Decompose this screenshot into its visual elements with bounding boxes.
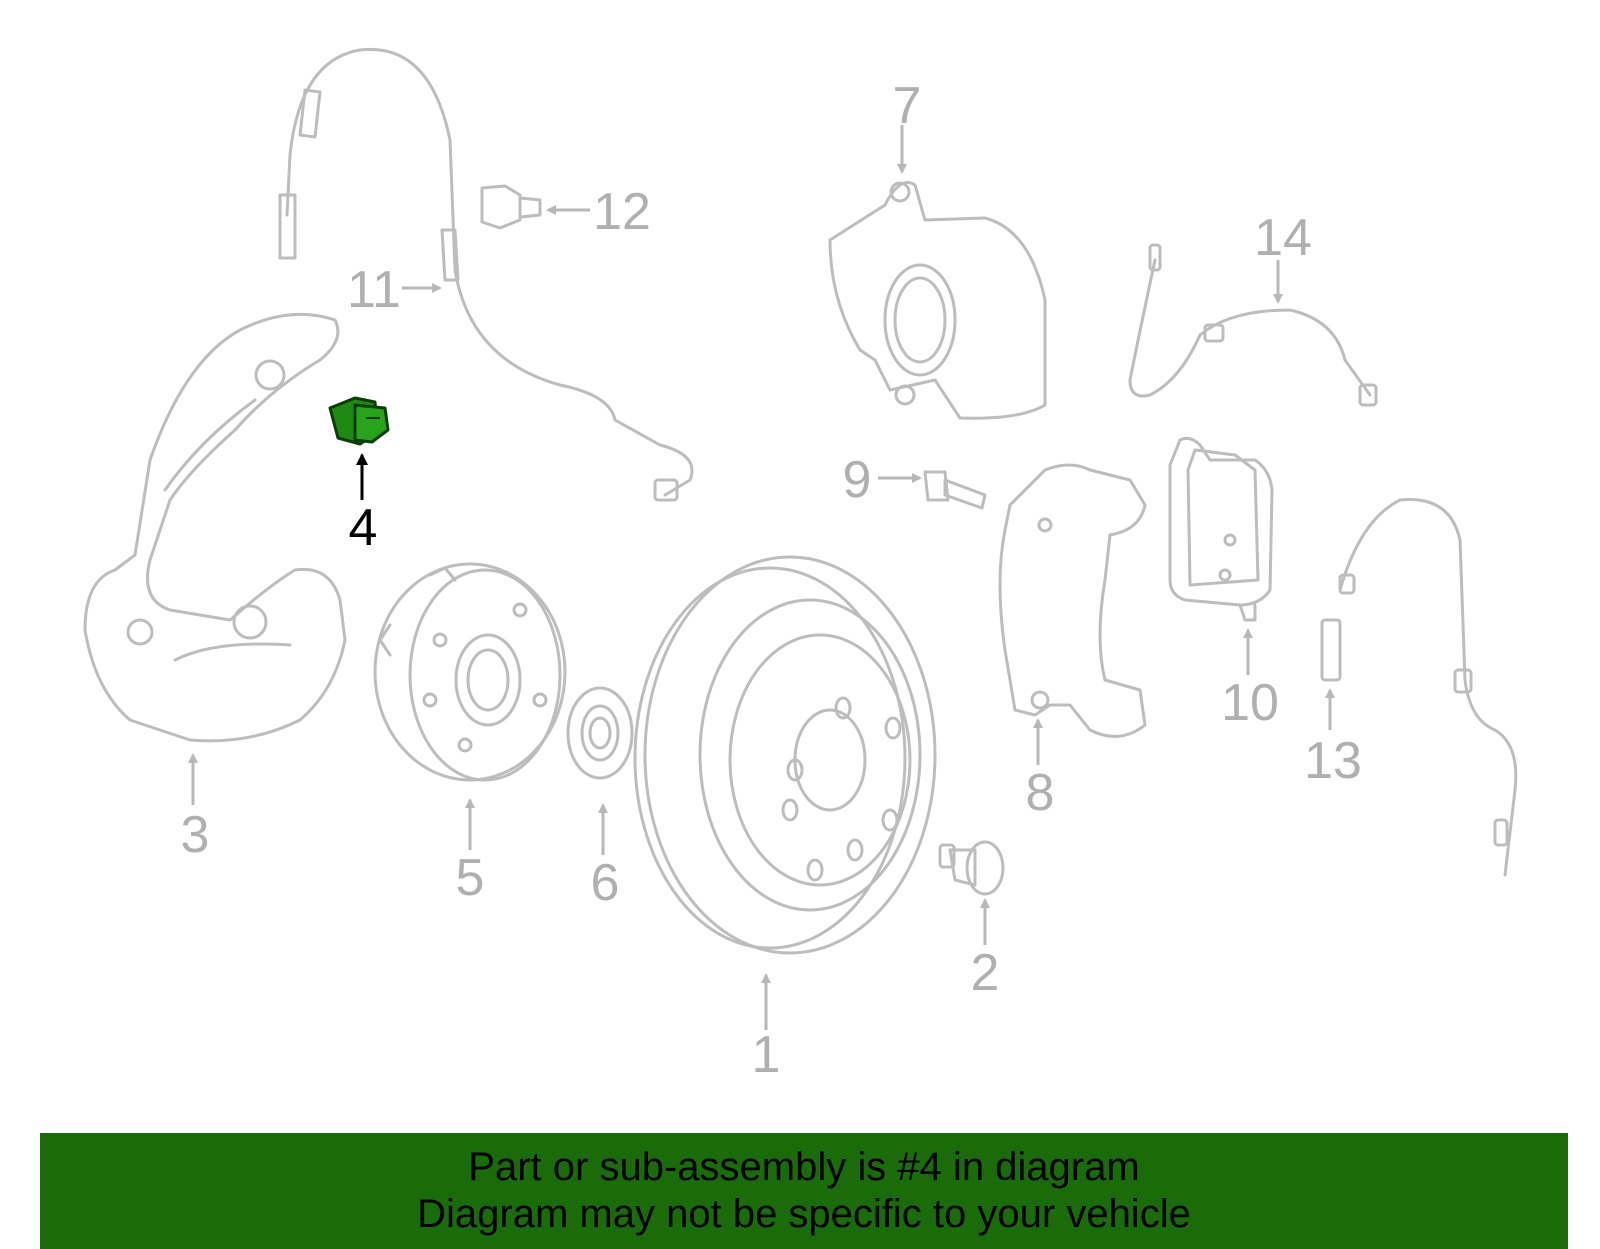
- callout-4-highlighted: 4: [349, 453, 378, 557]
- callout-7: 7: [893, 77, 922, 174]
- callout-14: 14: [1254, 209, 1312, 304]
- part-8-caliper-bracket: [998, 463, 1147, 738]
- callout-13: 13: [1304, 688, 1362, 790]
- svg-text:7: 7: [893, 77, 922, 135]
- info-banner: Part or sub-assembly is #4 in diagram Di…: [40, 1133, 1568, 1249]
- svg-text:2: 2: [971, 944, 1000, 1002]
- callout-1: 1: [752, 973, 781, 1084]
- part-13-abs-sensor: [1320, 498, 1518, 877]
- svg-text:1: 1: [752, 1026, 781, 1084]
- svg-text:9: 9: [843, 451, 872, 509]
- part-10-brake-pads: [1168, 436, 1274, 622]
- part-11-abs-sensor-wire: [278, 47, 694, 502]
- part-1-brake-rotor: [633, 555, 937, 955]
- part-12-connector: [480, 184, 542, 230]
- callout-9: 9: [843, 451, 922, 509]
- callout-12: 12: [546, 183, 651, 241]
- svg-text:6: 6: [591, 854, 620, 912]
- part-3-splash-shield: [83, 312, 347, 743]
- callout-3: 3: [181, 753, 210, 864]
- callout-8: 8: [1026, 718, 1055, 822]
- svg-text:3: 3: [181, 806, 210, 864]
- callout-2: 2: [971, 898, 1000, 1002]
- part-4-bolt-highlighted: [328, 396, 390, 446]
- banner-line-1: Part or sub-assembly is #4 in diagram: [468, 1145, 1140, 1189]
- svg-text:8: 8: [1026, 764, 1055, 822]
- svg-text:14: 14: [1254, 209, 1312, 267]
- svg-text:4: 4: [349, 499, 378, 557]
- part-5-wheel-hub: [373, 562, 567, 782]
- banner-line-2: Diagram may not be specific to your vehi…: [417, 1192, 1191, 1236]
- svg-text:12: 12: [593, 183, 651, 241]
- part-14-wear-sensor: [1128, 243, 1378, 407]
- callout-11: 11: [347, 261, 442, 319]
- part-9-guide-bolt: [923, 470, 987, 510]
- part-7-caliper: [828, 181, 1047, 420]
- part-6-seal: [566, 686, 634, 780]
- svg-text:5: 5: [456, 849, 485, 907]
- part-2-bolt: [938, 840, 1005, 896]
- callout-6: 6: [591, 803, 620, 912]
- svg-text:13: 13: [1304, 732, 1362, 790]
- callout-5: 5: [456, 798, 485, 907]
- svg-text:10: 10: [1221, 674, 1279, 732]
- callout-10: 10: [1221, 628, 1279, 732]
- brake-parts-diagram: 1 2 3 4 5 6 7 8 9 10 11 12: [83, 47, 1518, 1084]
- svg-text:11: 11: [347, 261, 401, 319]
